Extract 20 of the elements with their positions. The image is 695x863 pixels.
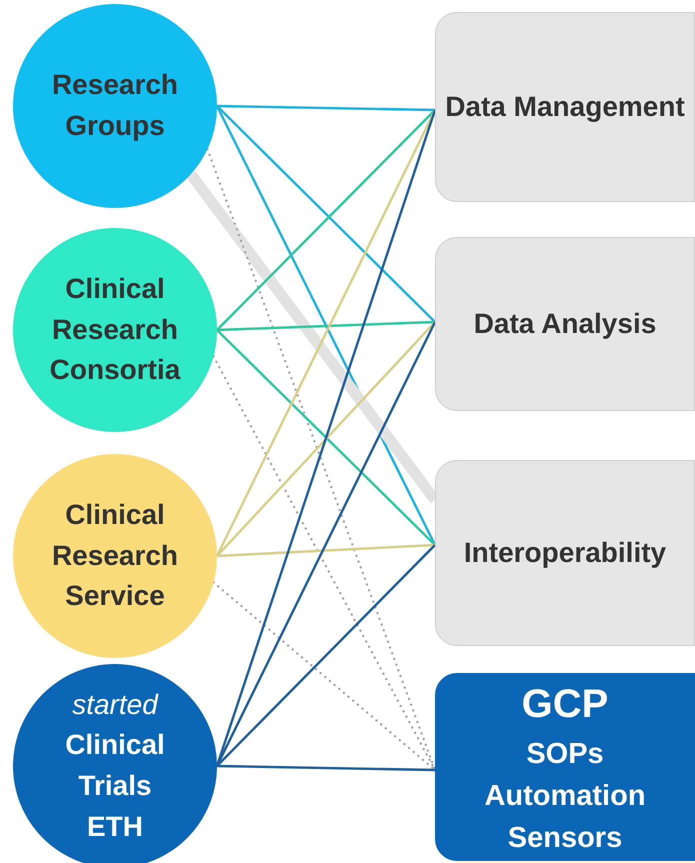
connector-line [216,544,436,558]
node-label: Research Groups [50,68,180,143]
node-label: Clinical Research Consortia [48,272,182,388]
node-label: Clinical Research Service [50,498,180,614]
node-label: Data Analysis [472,306,658,341]
topic-box [435,673,695,861]
topic-box [435,237,695,411]
topic-box [435,12,695,202]
node-label: GCP [520,680,610,728]
node-label: Clinical Trials ETH [64,728,166,844]
connector-line [216,544,436,767]
node-label: started [71,688,160,722]
connector-line [216,320,436,332]
connector-line [216,764,436,772]
node-label: Data Management [444,90,686,124]
node-label: Interoperability [462,536,668,570]
connector-line [216,104,436,112]
node-label: SOPs Automation Sensors [483,736,647,856]
connector-line [212,581,436,772]
topic-box [435,460,695,646]
